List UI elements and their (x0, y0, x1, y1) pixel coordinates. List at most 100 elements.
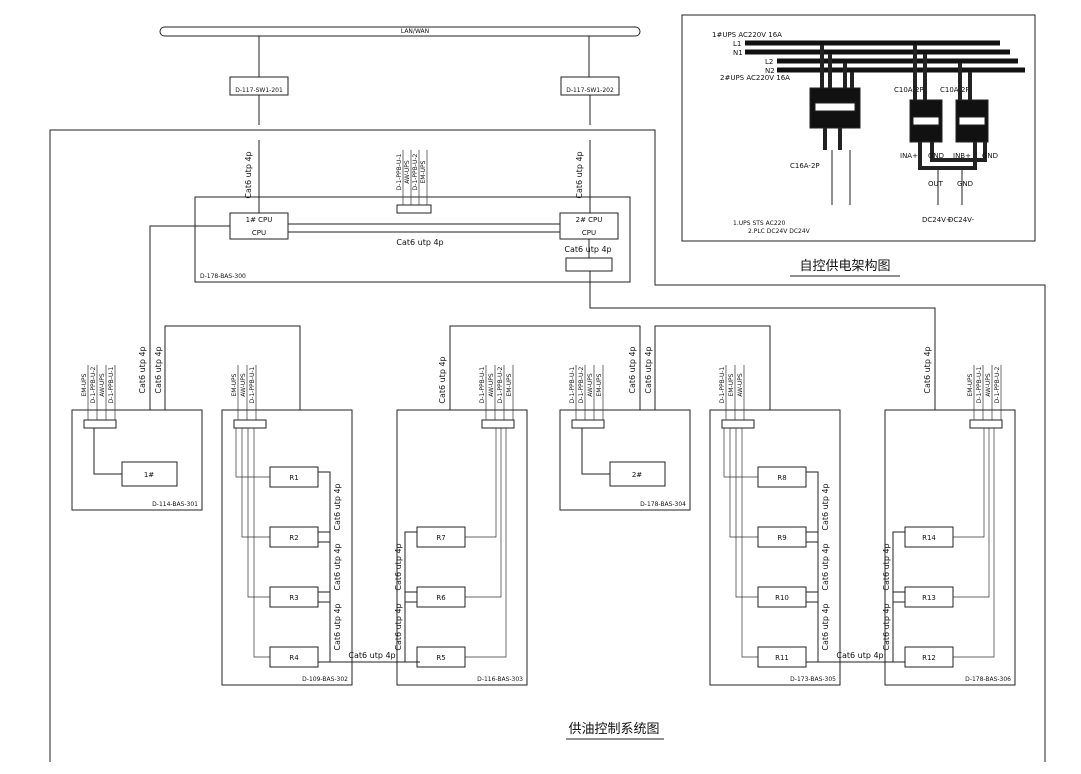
chain-cable-label: Cat6 utp 4p (394, 603, 403, 650)
feed-label: AW-UPS (99, 373, 106, 397)
cable-label-trunk-e: Cat6 utp 4p (644, 346, 653, 393)
cable-label-cab5-cab6: Cat6 utp 4p (836, 651, 883, 660)
switch-controller-link (581, 428, 610, 475)
cable-label-trunk-d: Cat6 utp 4p (628, 346, 637, 393)
chain-link (892, 531, 905, 603)
main-feed-1: D-1-PPB-U-1 (396, 153, 403, 190)
cabinet-id: D-178-BAS-304 (640, 501, 686, 508)
sts-feeds (820, 45, 854, 90)
trunk-cabinet-6 (589, 271, 936, 425)
remote-io-label: R1 (289, 474, 298, 482)
remote-io-label: R4 (289, 654, 299, 662)
io-link (465, 428, 502, 598)
power-note-1: 1.UPS STS AC220 (733, 220, 785, 227)
psu-b-face (958, 116, 986, 126)
chain-cable-label: Cat6 utp 4p (394, 543, 403, 590)
feed-label: D-1-PPB-U-1 (719, 366, 726, 403)
cable-label-cab2-cab3: Cat6 utp 4p (348, 651, 395, 660)
remote-io-label: R9 (777, 534, 786, 542)
switch-top-2-id: D-117-SW1-202 (566, 87, 614, 94)
cabinet-switch (83, 419, 117, 429)
label-inb: INB+ (953, 152, 971, 160)
feed-label: AW-UPS (737, 373, 744, 397)
cable-label-cpu-sync: Cat6 utp 4p (396, 238, 443, 247)
cabinet-switch (233, 419, 267, 429)
label-dc-neg: DC24V- (948, 216, 975, 224)
chain-cable-label: Cat6 utp 4p (333, 603, 342, 650)
cpu-1 (229, 212, 289, 240)
ups1-label: 1#UPS AC220V 16A (712, 31, 782, 39)
cable-label-trunk-c: Cat6 utp 4p (438, 356, 447, 403)
remote-io-label: R3 (289, 594, 298, 602)
breaker-c10b: C10A-2P (940, 86, 970, 94)
feed-label: EM-UPS (967, 373, 974, 396)
remote-io-label: R10 (775, 594, 789, 602)
feed-label: EM-UPS (231, 373, 238, 396)
chain-cable-label: Cat6 utp 4p (821, 603, 830, 650)
feed-label: EM-UPS (81, 373, 88, 396)
breaker-c10a: C10A-2P (894, 86, 924, 94)
chain-link (806, 531, 819, 603)
line-l2: L2 (765, 58, 773, 66)
label-out: OUT (928, 180, 944, 188)
chain-link (318, 531, 331, 603)
switch-controller-link (93, 428, 122, 475)
main-feed-3: D-1-PPB-U-2 (412, 153, 419, 190)
main-cabinet-module (565, 257, 613, 272)
io-link (235, 428, 270, 478)
cabinet-id: D-116-BAS-303 (477, 676, 523, 683)
cpu-1-label: 1# CPU (246, 216, 273, 224)
switch-top-1-id: D-117-SW1-201 (235, 87, 283, 94)
cabinet-id: D-173-BAS-305 (790, 676, 836, 683)
line-n2: N2 (765, 67, 775, 75)
feed-label: AW-UPS (488, 373, 495, 397)
controller-box (121, 461, 178, 487)
cable-label-trunk-b: Cat6 utp 4p (154, 346, 163, 393)
feed-label: D-1-PPB-U-1 (569, 366, 576, 403)
feed-label: D-1-PPB-U-1 (108, 366, 115, 403)
label-dc-pos: DC24V+ (922, 216, 952, 224)
line-n1: N1 (733, 49, 743, 57)
io-link (465, 428, 507, 658)
psu-feeds (913, 45, 972, 100)
chain-cable-label: Cat6 utp 4p (821, 483, 830, 530)
label-gnd-a: GND (928, 152, 944, 160)
remote-io-label: R14 (922, 534, 936, 542)
link-cab4-cab5 (654, 325, 771, 482)
controller-label: 2# (632, 471, 642, 479)
remote-io-label: R11 (775, 654, 789, 662)
feed-label: D-1-PPB-U-2 (90, 366, 97, 403)
feed-label: D-1-PPB-U-1 (479, 366, 486, 403)
cpu-2-label: 2# CPU (576, 216, 603, 224)
chain-link (318, 471, 331, 543)
cabinet-id: D-178-BAS-306 (965, 676, 1011, 683)
main-cabinet-id: D-178-BAS-300 (200, 273, 246, 280)
main-feed-4: EM-UPS (420, 160, 427, 183)
chain-cable-label: Cat6 utp 4p (882, 603, 891, 650)
io-link (729, 428, 758, 538)
trunk-cabinet-1-a (149, 225, 230, 482)
power-note-2: 2.PLC DC24V DC24V (748, 228, 811, 235)
psu-out-bus (918, 142, 987, 170)
feed-label: AW-UPS (240, 373, 247, 397)
io-link (253, 428, 270, 658)
io-link (247, 428, 270, 598)
sts-out (823, 128, 842, 150)
link-cab1-cab2 (164, 325, 301, 482)
io-link (465, 428, 497, 538)
feed-label: D-1-PPB-U-1 (976, 366, 983, 403)
ups2-label: 2#UPS AC220V 16A (720, 74, 790, 82)
main-cabinet-switch (396, 204, 432, 214)
feed-label: D-1-PPB-U-2 (578, 366, 585, 403)
cabinet-id: D-109-BAS-302 (302, 676, 348, 683)
io-link (953, 428, 990, 598)
cpu-2-sub: CPU (582, 229, 596, 237)
remote-io-label: R13 (922, 594, 936, 602)
